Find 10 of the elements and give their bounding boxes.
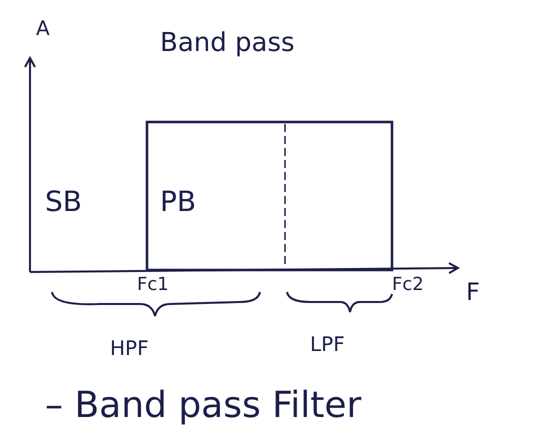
region-label: SB xyxy=(45,188,82,216)
region-label: PB xyxy=(160,188,196,216)
caption: – Band pass Filter xyxy=(45,388,362,424)
axis-label: F xyxy=(466,280,480,304)
filter-label: LPF xyxy=(310,334,345,354)
frequency-label: Fc1 xyxy=(137,276,169,294)
frequency-label: Fc2 xyxy=(392,276,424,294)
chart-title: Band pass xyxy=(160,30,295,56)
axis-label: A xyxy=(36,18,50,38)
filter-label: HPF xyxy=(110,338,149,358)
